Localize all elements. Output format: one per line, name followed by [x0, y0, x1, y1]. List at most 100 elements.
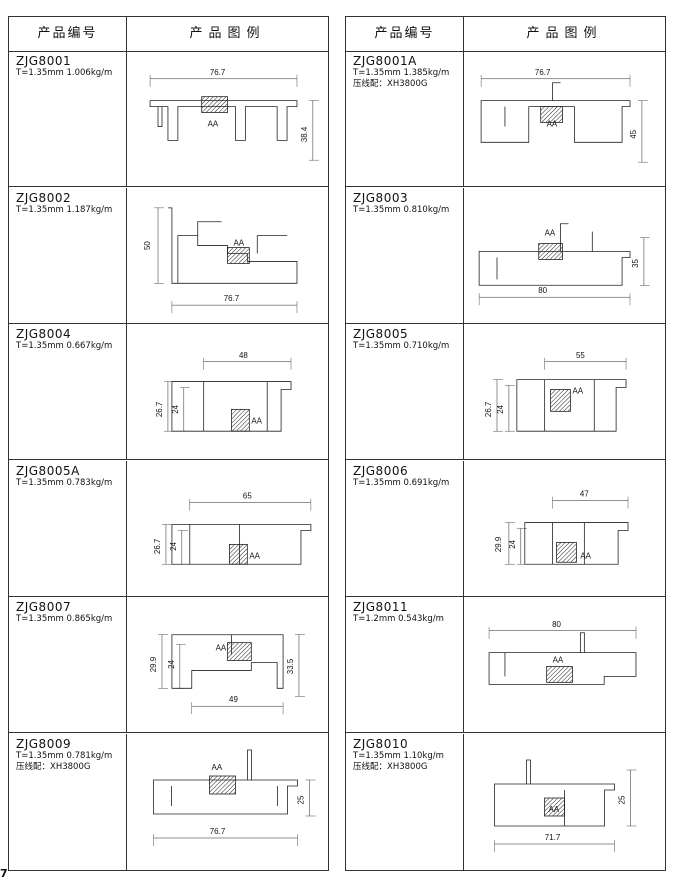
dimension-value: 25: [297, 795, 306, 804]
product-code: ZJG8011: [353, 600, 409, 614]
thermal-strip: [540, 106, 563, 123]
dimension: 45: [629, 100, 648, 163]
material-label: AA: [549, 805, 560, 814]
product-spec: T=1.35mm 0.783kg/m: [16, 477, 113, 488]
dimension-value: 48: [239, 351, 248, 360]
product-code: ZJG8001: [16, 54, 72, 68]
product-code: ZJG8005A: [16, 463, 80, 478]
dimension: 26.7: [484, 379, 503, 432]
material-label: AA: [553, 656, 564, 665]
thermal-strip: [546, 666, 573, 683]
profile-outline: [488, 632, 637, 685]
product-code: ZJG8001A: [353, 54, 417, 68]
thermal-strip: [550, 389, 571, 412]
material-label: AA: [547, 119, 558, 128]
dimension-value: 65: [243, 491, 252, 500]
profile-outline: [516, 379, 627, 432]
dimension-value: 24: [171, 404, 180, 413]
profile-outline: [149, 100, 298, 141]
dimension-value: 33.5: [286, 658, 295, 674]
product-spec: T=1.35mm 1.385kg/m: [353, 68, 450, 78]
material-label: AA: [251, 416, 262, 425]
thermal-strip: [201, 96, 228, 113]
thermal-strip: [556, 541, 577, 563]
profile-drawing-cell: AA 80: [464, 597, 665, 732]
dimension: 76.7: [153, 827, 298, 846]
thermal-strip: [544, 797, 565, 816]
dimension: 65: [189, 491, 312, 511]
dimension: 47: [552, 489, 629, 509]
dimension-value: 25: [618, 795, 627, 804]
dimension-value: 26.7: [155, 401, 164, 417]
dimension-value: 76.7: [224, 294, 240, 303]
profile-drawing: AA 48 26.7 24: [155, 351, 292, 432]
product-spec: T=1.35mm 0.865kg/m: [16, 614, 113, 624]
material-label: AA: [216, 644, 227, 653]
material-label: AA: [545, 228, 556, 237]
dimension-value: 45: [629, 129, 638, 138]
material-label: AA: [233, 238, 244, 247]
dimension-value: 55: [576, 351, 585, 360]
table-header: 产品编号 产品图例: [9, 17, 328, 52]
dimension: 29.9: [494, 521, 515, 564]
dimension-value: 38.4: [300, 126, 309, 142]
dimension: 33.5: [286, 634, 305, 697]
dimension: 76.7: [480, 68, 631, 87]
product-spec: T=1.35mm 0.667kg/m: [16, 341, 113, 351]
dimension: 38.4: [300, 100, 319, 161]
product-code: ZJG8003: [353, 190, 409, 205]
material-label: AA: [572, 386, 583, 395]
profile-drawing: AA 76.7 45: [480, 68, 648, 163]
dimension-value: 29.9: [494, 536, 503, 552]
dimension: 24: [167, 644, 186, 689]
dimension-value: 76.7: [210, 827, 226, 836]
dimension: 80: [478, 286, 631, 305]
dimension: 29.9: [149, 634, 168, 689]
material-label: AA: [208, 119, 219, 128]
material-label: AA: [580, 551, 591, 560]
dimension: 55: [544, 351, 627, 370]
product-note: 压线配：XH3800G: [353, 761, 428, 772]
dimension-value: 24: [496, 404, 505, 413]
product-spec: T=1.35mm 1.10kg/m: [353, 750, 444, 761]
dimension-value: 80: [538, 286, 547, 295]
profile-drawing-cell: AA 76.7 38.4: [127, 51, 328, 186]
dimension: 80: [488, 620, 637, 639]
dimension: 24: [169, 529, 188, 564]
header-code-column: 产品编号: [9, 17, 127, 51]
dimension: 49: [191, 695, 284, 715]
profile-outline: [480, 82, 631, 143]
dimension-value: 49: [229, 695, 238, 704]
dimension-value: 76.7: [210, 68, 226, 77]
material-label: AA: [249, 551, 260, 560]
dimension-value: 24: [169, 541, 178, 550]
product-spec: T=1.35mm 0.810kg/m: [353, 204, 450, 215]
dimension-value: 24: [167, 660, 176, 669]
thermal-strip: [231, 408, 250, 432]
product-spec: T=1.35mm 0.691kg/m: [353, 477, 450, 488]
dimension: 25: [618, 769, 637, 826]
profile-drawing-cell: AA 48 26.7 24: [127, 324, 328, 459]
product-code: ZJG8006: [353, 463, 409, 478]
